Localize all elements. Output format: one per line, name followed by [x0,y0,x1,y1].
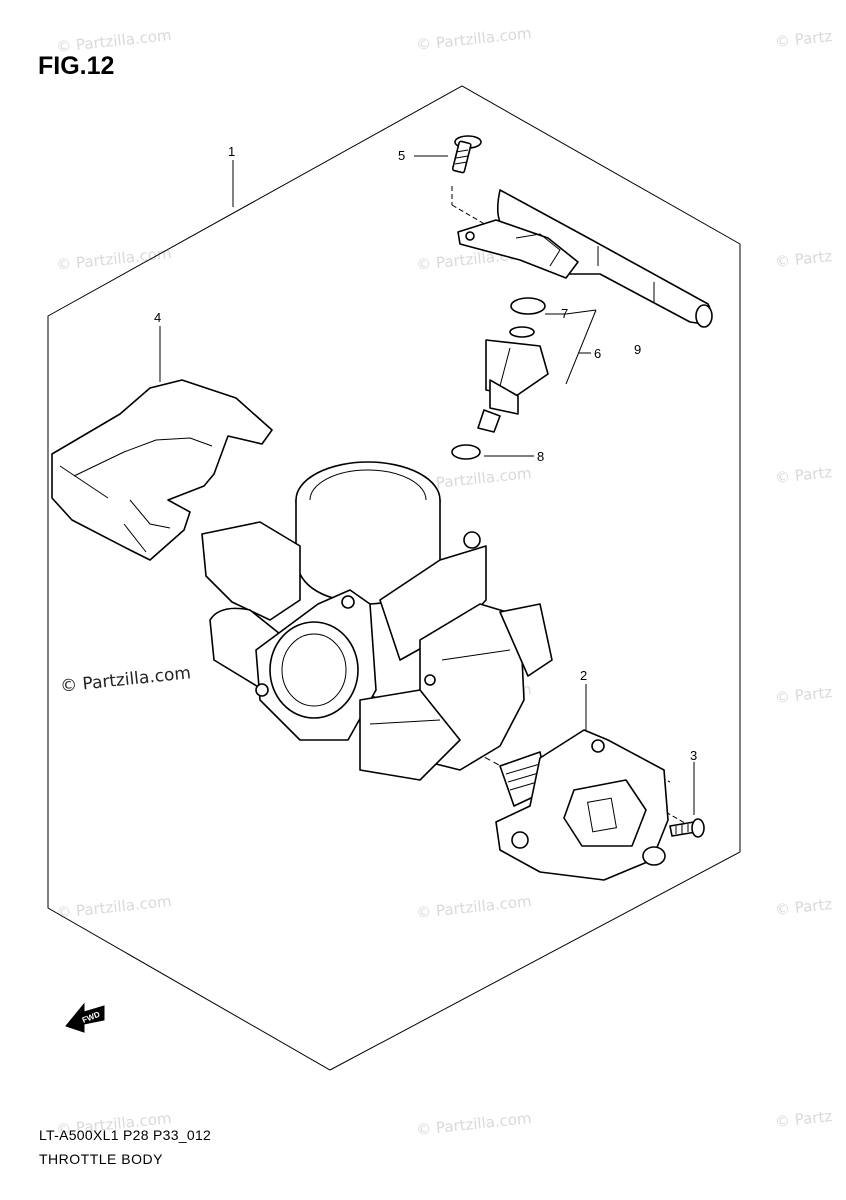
callout-9: 9 [634,342,641,357]
callout-5: 5 [398,148,405,163]
callout-labels: 1 2 3 4 5 6 7 8 9 [154,144,697,763]
callout-7: 7 [561,306,568,321]
figure-title: FIG.12 [38,52,115,80]
throttle-body [201,461,553,781]
model-code: LT-A500XL1 P28 P33_012 [39,1127,212,1143]
assembly-boundary [47,85,741,1071]
callout-3: 3 [690,748,697,763]
o-ring-icon [510,297,546,315]
callout-4: 4 [154,310,161,325]
throttle-bracket [51,379,273,561]
idle-air-control-valve [495,729,669,881]
callout-2: 2 [580,668,587,683]
arrow-fwd-icon: FWD [65,1002,105,1033]
callout-6: 6 [594,346,601,361]
section-name: THROTTLE BODY [39,1151,163,1167]
callout-8: 8 [537,449,544,464]
seal-ring-icon [451,444,481,460]
callout-1: 1 [228,144,235,159]
fuel-injector [477,326,549,433]
screw-icon [669,818,705,838]
fuel-delivery-pipe [457,189,713,328]
bolt-icon [451,135,482,174]
